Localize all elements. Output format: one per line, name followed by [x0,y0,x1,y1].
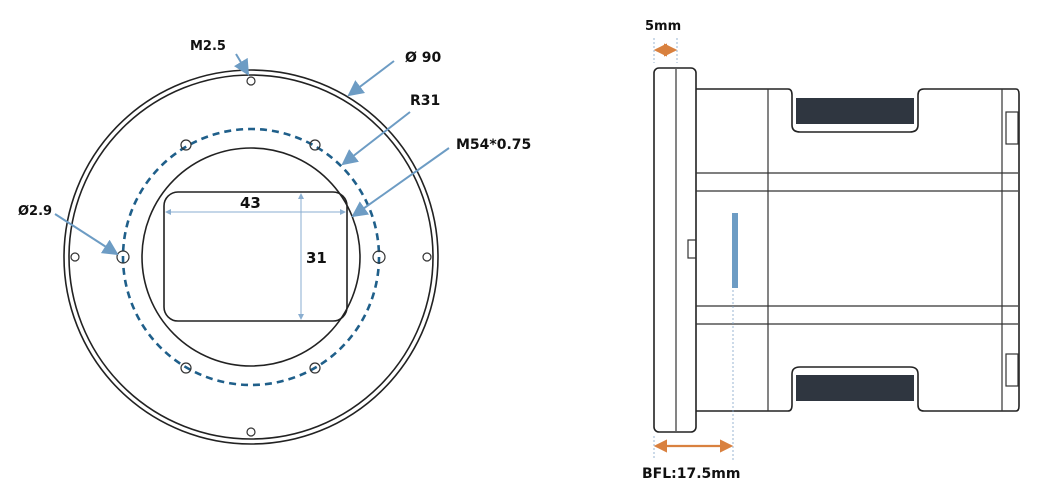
m2-5-holes [70,76,432,437]
hole-diameter-leader [54,213,119,256]
sensor-height-label: 31 [306,249,327,267]
outer-body-circle [63,69,439,445]
outer-diameter-label: Ø 90 [405,50,442,66]
thread-leader [351,147,450,218]
top-grip [796,98,914,124]
rear-tab-top [1005,111,1019,145]
bolt-circle-dashed [121,127,381,387]
rear-tab-bottom [1005,353,1019,387]
hole-diameter-label: Ø2.9 [18,204,52,219]
thread-circle [141,147,361,367]
side-connector [687,239,697,259]
front-flange [653,67,697,433]
sensor-window [163,191,348,322]
screw-leader [233,53,250,76]
outer-body-inner-edge [68,74,434,440]
sensor-width-label: 43 [240,194,261,212]
bolt-holes [116,139,386,374]
camera-body [696,88,1020,412]
screw-label: M2.5 [190,39,226,54]
flange-thickness-label: 5mm [645,19,681,34]
outer-diameter-leader [347,60,395,97]
bfl-label: BFL:17.5mm [642,466,740,482]
thread-label: M54*0.75 [456,137,531,153]
bottom-grip [796,375,914,401]
sensor-plane [732,213,738,288]
side-view: 5mm BFL:17.5mm [642,19,1020,482]
radius-label: R31 [410,93,440,109]
radius-leader [341,111,411,166]
front-view: 43 31 M2.5 Ø 90 R31 M54*0.75 Ø2.9 [18,39,531,445]
